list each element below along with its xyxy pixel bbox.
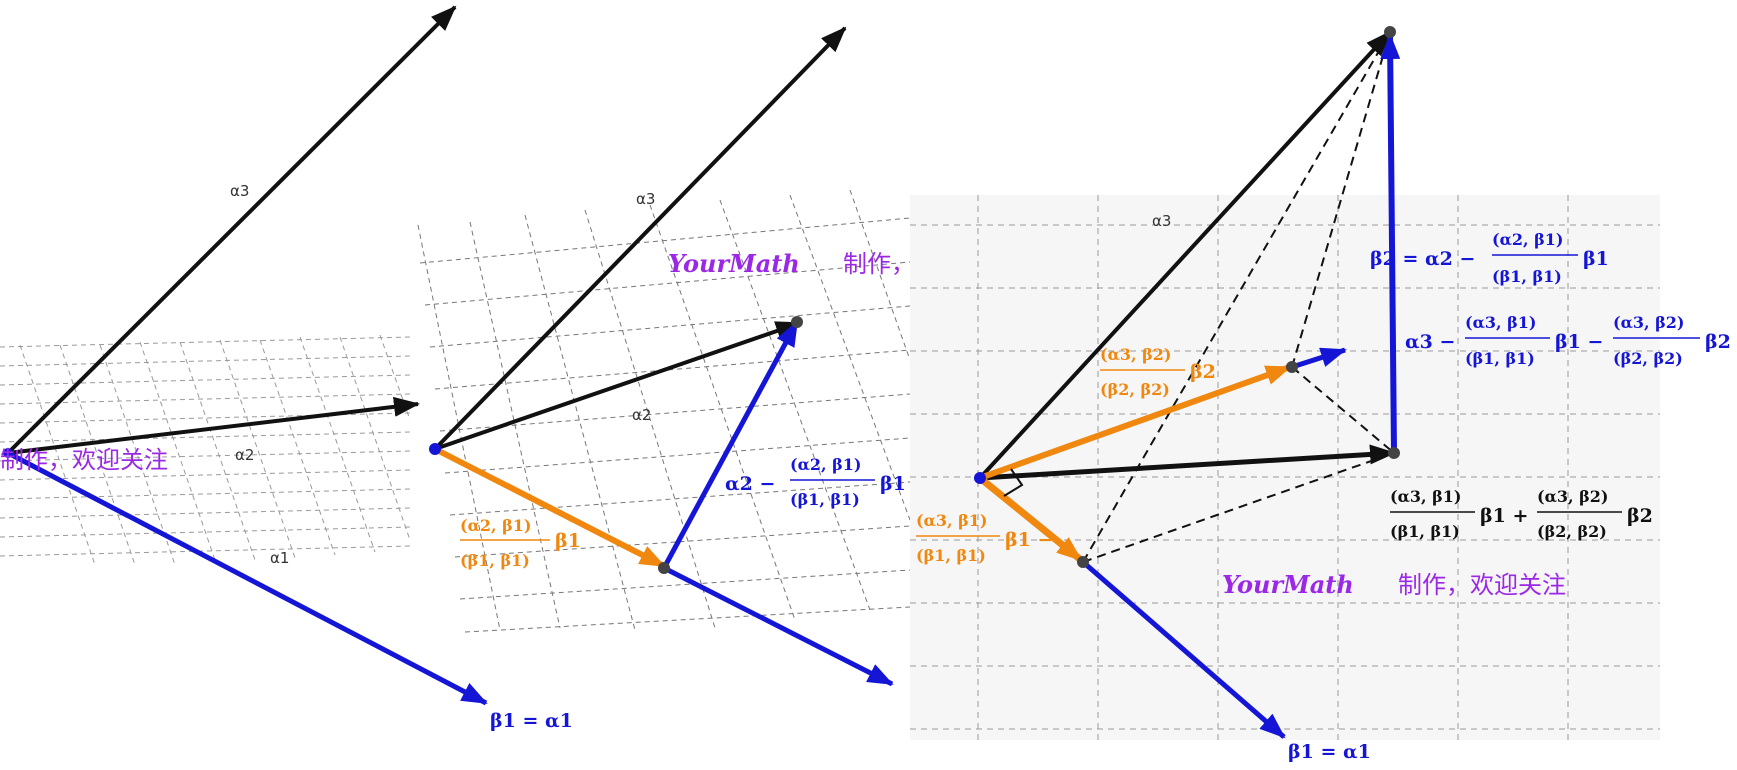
svg-text:α2 −: α2 − bbox=[725, 473, 775, 495]
panel-1: α3 α2 α1 β1 = α1 制作，欢迎关注 bbox=[0, 5, 573, 732]
svg-text:(α2, β1): (α2, β1) bbox=[460, 516, 531, 535]
panel-2-grid bbox=[417, 189, 911, 633]
svg-text:β1 +: β1 + bbox=[1480, 505, 1528, 527]
vector-beta1-extension bbox=[662, 565, 894, 687]
svg-text:β1 −: β1 − bbox=[1555, 331, 1603, 353]
svg-text:α3 −: α3 − bbox=[1405, 331, 1455, 353]
vector-projection-beta2 bbox=[978, 364, 1292, 481]
svg-text:(α3, β2): (α3, β2) bbox=[1613, 313, 1684, 332]
svg-text:(β2, β2): (β2, β2) bbox=[1537, 522, 1607, 541]
origin-point bbox=[974, 472, 986, 484]
orange-projection-beta2-formula: (α3, β2) (β2, β2) β2 bbox=[1100, 345, 1216, 399]
svg-text:(α2, β1): (α2, β1) bbox=[790, 455, 861, 474]
svg-text:β2 = α2 −: β2 = α2 − bbox=[1370, 248, 1475, 270]
svg-text:(α3, β1): (α3, β1) bbox=[1390, 487, 1461, 506]
vector-alpha2 bbox=[434, 321, 802, 451]
projection-point bbox=[658, 562, 670, 574]
alpha3-tip-point bbox=[1384, 26, 1396, 38]
label-alpha2: α2 bbox=[632, 406, 651, 424]
panel-3-grid bbox=[910, 195, 1660, 740]
perpendicular-formula: α2 − (α2, β1) (β1, β1) β1 bbox=[725, 455, 906, 509]
beta2-foot-point bbox=[1286, 361, 1298, 373]
svg-text:β1 −: β1 − bbox=[1005, 529, 1053, 551]
vector-alpha2 bbox=[979, 444, 1396, 481]
svg-text:(α3, β2): (α3, β2) bbox=[1537, 487, 1608, 506]
vector-beta1 bbox=[1081, 560, 1286, 739]
right-angle-mark bbox=[1003, 468, 1024, 497]
svg-text:(β1, β1): (β1, β1) bbox=[790, 490, 860, 509]
vector-alpha3 bbox=[433, 26, 847, 451]
svg-text:YourMath: YourMath bbox=[1222, 570, 1354, 599]
svg-text:(α2, β1): (α2, β1) bbox=[1492, 230, 1563, 249]
svg-text:(β1, β1): (β1, β1) bbox=[1492, 267, 1562, 286]
svg-text:β2: β2 bbox=[1190, 361, 1216, 383]
svg-text:(β2, β2): (β2, β2) bbox=[1613, 349, 1683, 368]
vector-perpendicular bbox=[661, 320, 800, 570]
plane-point bbox=[1388, 447, 1400, 459]
projection-formula: (α2, β1) (β1, β1) β1 bbox=[460, 516, 581, 570]
panel-3-background bbox=[910, 195, 1660, 740]
svg-text:β2: β2 bbox=[1627, 505, 1653, 527]
alpha2-tip-point bbox=[791, 316, 803, 328]
svg-text:制作，欢迎关注: 制作，欢迎关注 bbox=[1398, 571, 1566, 599]
svg-text:(β1, β1): (β1, β1) bbox=[460, 551, 530, 570]
label-beta1-eq-alpha1: β1 = α1 bbox=[490, 710, 573, 732]
watermark-partial: 制作，欢迎关注 bbox=[0, 446, 168, 474]
svg-text:β1: β1 bbox=[880, 473, 906, 495]
vector-beta2 bbox=[1291, 347, 1347, 370]
label-alpha3: α3 bbox=[230, 182, 249, 200]
panel-2: α3 α2 YourMath 制作， (α2, β1) (β1, β1) β1 … bbox=[417, 26, 915, 687]
watermark: YourMath 制作，欢迎关注 bbox=[1222, 570, 1566, 599]
vector-projection-beta1 bbox=[977, 475, 1084, 563]
dashed-construction-lines bbox=[1082, 31, 1395, 563]
svg-text:β1: β1 bbox=[1583, 248, 1609, 270]
svg-text:(α3, β1): (α3, β1) bbox=[1465, 313, 1536, 332]
label-alpha3: α3 bbox=[636, 190, 655, 208]
svg-text:(β1, β1): (β1, β1) bbox=[1465, 349, 1535, 368]
watermark: YourMath 制作， bbox=[668, 249, 915, 278]
label-alpha3: α3 bbox=[1152, 212, 1171, 230]
svg-text:YourMath: YourMath bbox=[668, 249, 800, 278]
vector-beta1 bbox=[6, 450, 488, 706]
vector-beta3 bbox=[1380, 33, 1401, 454]
label-alpha1: α1 bbox=[270, 549, 289, 567]
origin-point bbox=[3, 448, 13, 458]
beta3-formula: α3 − (α3, β1) (β1, β1) β1 − (α3, β2) (β2… bbox=[1405, 313, 1731, 368]
label-beta1-eq-alpha1: β1 = α1 bbox=[1288, 741, 1371, 763]
svg-text:β1: β1 bbox=[555, 530, 581, 552]
vector-alpha3 bbox=[6, 5, 457, 455]
svg-text:制作，: 制作， bbox=[843, 250, 915, 278]
origin-point bbox=[429, 443, 441, 455]
svg-text:(α3, β2): (α3, β2) bbox=[1100, 345, 1171, 364]
panel-3: α3 β2 = α2 − (α2, β1) (β1, β1) β1 α3 − (… bbox=[910, 26, 1731, 763]
svg-text:β2: β2 bbox=[1705, 331, 1731, 353]
beta1-foot-point bbox=[1077, 556, 1089, 568]
panel-1-grid bbox=[0, 334, 411, 566]
svg-text:(α3, β1): (α3, β1) bbox=[916, 511, 987, 530]
svg-text:(β2, β2): (β2, β2) bbox=[1100, 380, 1170, 399]
orange-projection-beta1-formula: (α3, β1) (β1, β1) β1 − bbox=[916, 511, 1053, 565]
vector-projection bbox=[433, 446, 666, 569]
vector-alpha2 bbox=[7, 396, 420, 455]
label-alpha2: α2 bbox=[235, 446, 254, 464]
sum-projection-formula: (α3, β1) (β1, β1) β1 + (α3, β2) (β2, β2)… bbox=[1390, 487, 1653, 541]
beta2-formula: β2 = α2 − (α2, β1) (β1, β1) β1 bbox=[1370, 230, 1609, 286]
svg-text:(β1, β1): (β1, β1) bbox=[1390, 522, 1460, 541]
svg-text:(β1, β1): (β1, β1) bbox=[916, 546, 986, 565]
vector-alpha3 bbox=[978, 30, 1392, 480]
